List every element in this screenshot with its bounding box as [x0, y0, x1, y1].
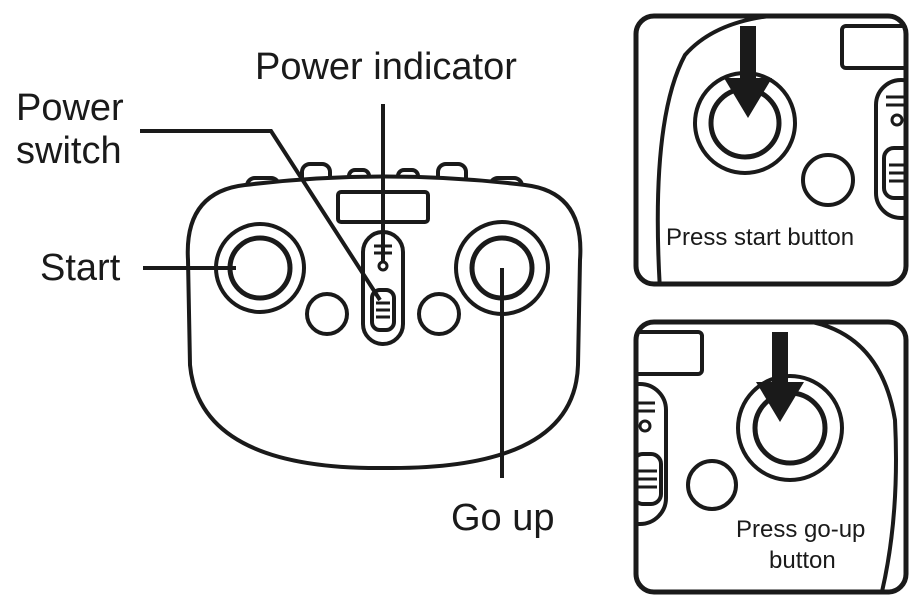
go-up-label: Go up [451, 497, 555, 539]
press-start-arrow-icon [724, 26, 772, 118]
inset-press-go-up: Press go-up button [633, 319, 909, 595]
press-start-caption: Press start button [666, 224, 854, 251]
left-small-button[interactable] [305, 292, 349, 336]
press-go-up-caption-line2: button [769, 547, 836, 574]
right-small-button[interactable] [417, 292, 461, 336]
power-switch[interactable] [370, 288, 396, 332]
power-indicator-label: Power indicator [255, 46, 517, 88]
remote-controller [185, 162, 583, 471]
inset-press-start: Press start button [633, 13, 909, 287]
power-switch-label-line1: Power [16, 87, 124, 129]
press-go-up-caption-line1: Press go-up [736, 516, 865, 543]
press-go-up-arrow-icon [756, 332, 804, 422]
leader-lines [140, 104, 504, 478]
start-label: Start [40, 247, 121, 289]
power-switch-label-line2: switch [16, 130, 122, 172]
